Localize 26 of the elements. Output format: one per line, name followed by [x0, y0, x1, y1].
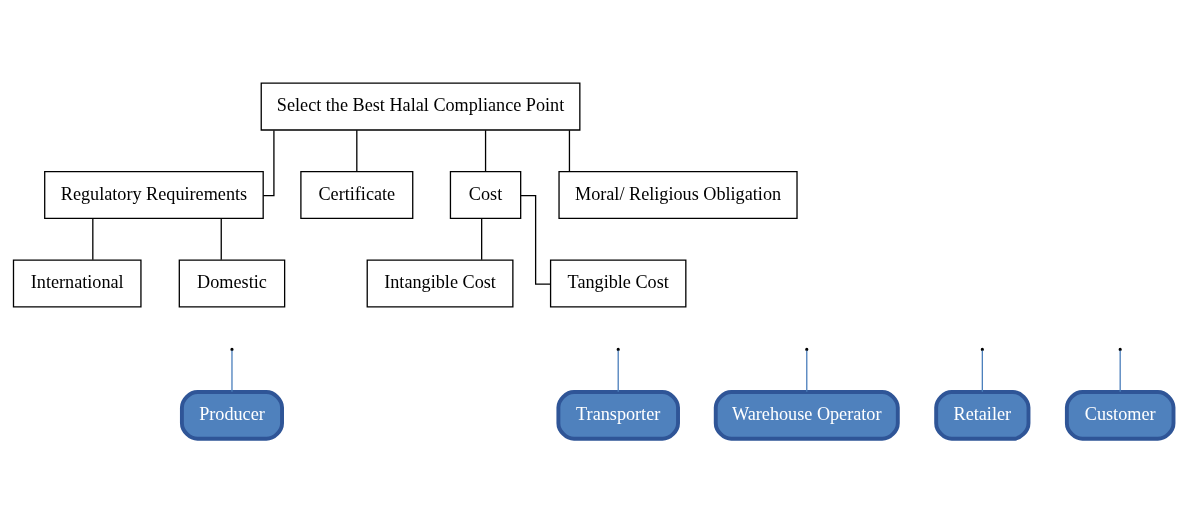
node-box: Transporter	[556, 389, 680, 441]
node-box: Warehouse Operator	[713, 389, 900, 441]
connector	[262, 129, 275, 196]
node-box: Retailer	[934, 389, 1031, 441]
connector	[1119, 349, 1121, 392]
node-box: International	[12, 258, 142, 308]
connector	[484, 129, 487, 172]
node-box: Domestic	[178, 258, 286, 308]
node-box: Customer	[1064, 389, 1176, 441]
connector	[981, 349, 983, 392]
connector	[481, 217, 483, 260]
node-box: Producer	[179, 389, 284, 441]
connector	[356, 129, 358, 172]
node-box: Moral/ Religious Obligation	[558, 170, 798, 219]
connector	[220, 217, 222, 260]
node-box: Select the Best Halal Compliance Point	[260, 82, 581, 131]
node-box: Cost	[449, 170, 522, 219]
node-box: Regulatory Requirements	[44, 170, 264, 219]
connector	[231, 349, 233, 392]
connector	[92, 217, 94, 260]
node-box: Certificate	[300, 170, 414, 219]
connector	[806, 349, 808, 392]
node-box: Intangible Cost	[366, 258, 514, 308]
connector	[617, 349, 619, 392]
connector	[568, 129, 571, 172]
node-box: Tangible Cost	[549, 258, 687, 308]
